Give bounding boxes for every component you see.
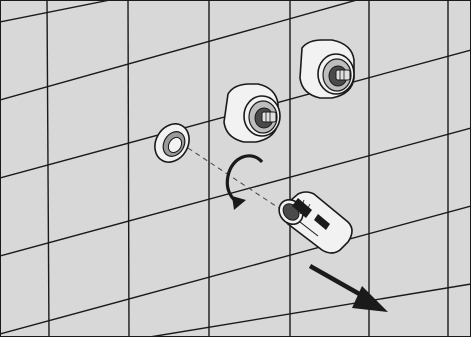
wall-escutcheon-ring bbox=[154, 123, 190, 163]
arrow-down-right-icon bbox=[308, 264, 388, 312]
control-knob bbox=[278, 191, 353, 254]
rotate-ccw-icon bbox=[225, 154, 264, 210]
valve-cartridge-lower bbox=[223, 83, 281, 143]
valve-cartridge-upper bbox=[299, 39, 355, 99]
